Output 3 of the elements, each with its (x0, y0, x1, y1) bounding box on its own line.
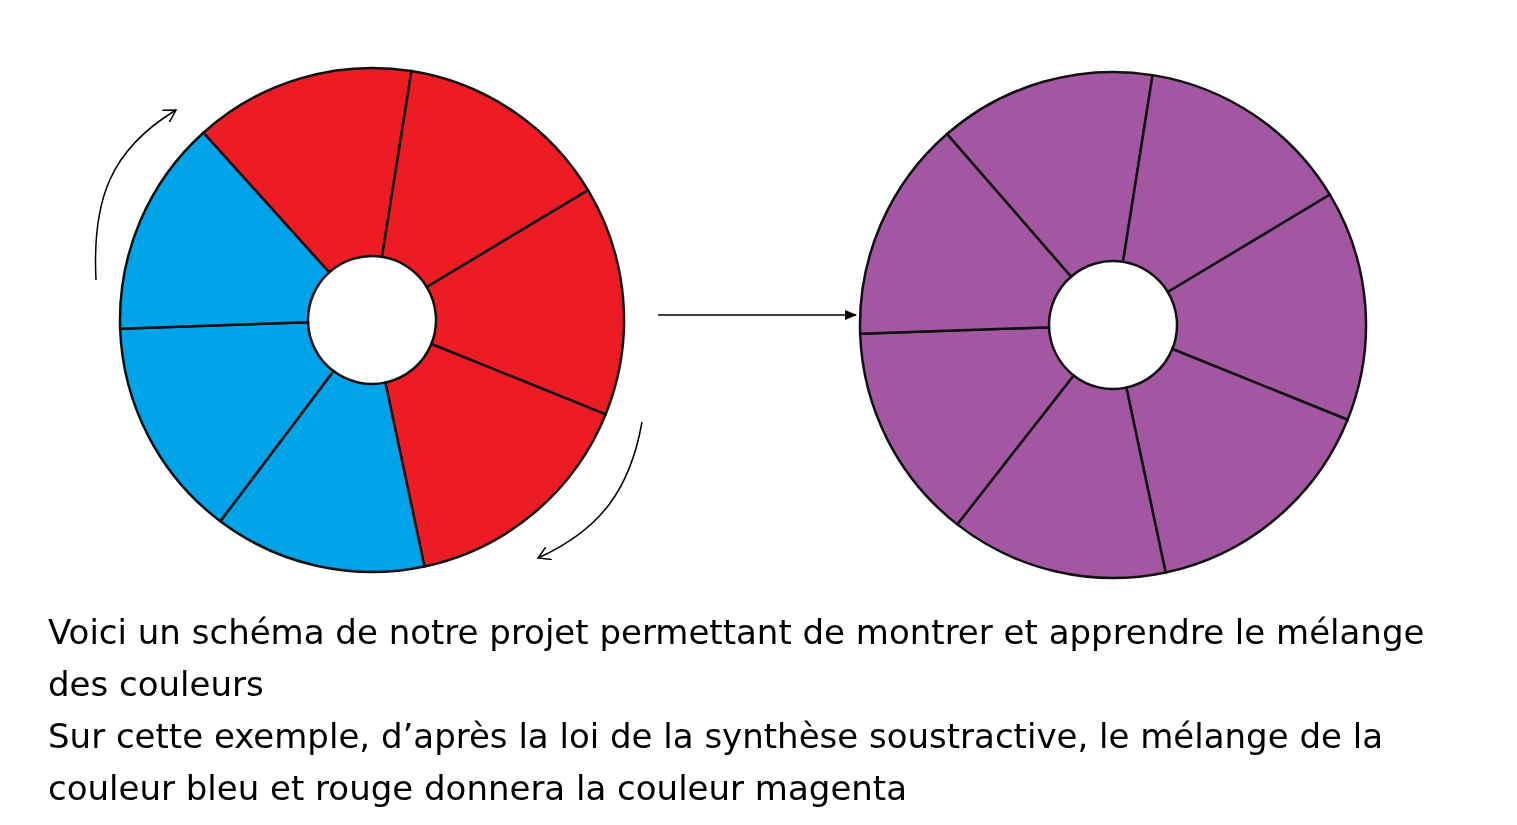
arrow (657, 310, 857, 320)
caption-text: Sur cette exemple, d’après la loi de la synthèse soustractive, le mélange de la couleur bleu et rouge donnera la couleur magenta (48, 715, 1384, 810)
caption-text: Voici un schéma de notre projet permettant de montrer et apprendre le mélange des couleurs (48, 611, 1426, 706)
